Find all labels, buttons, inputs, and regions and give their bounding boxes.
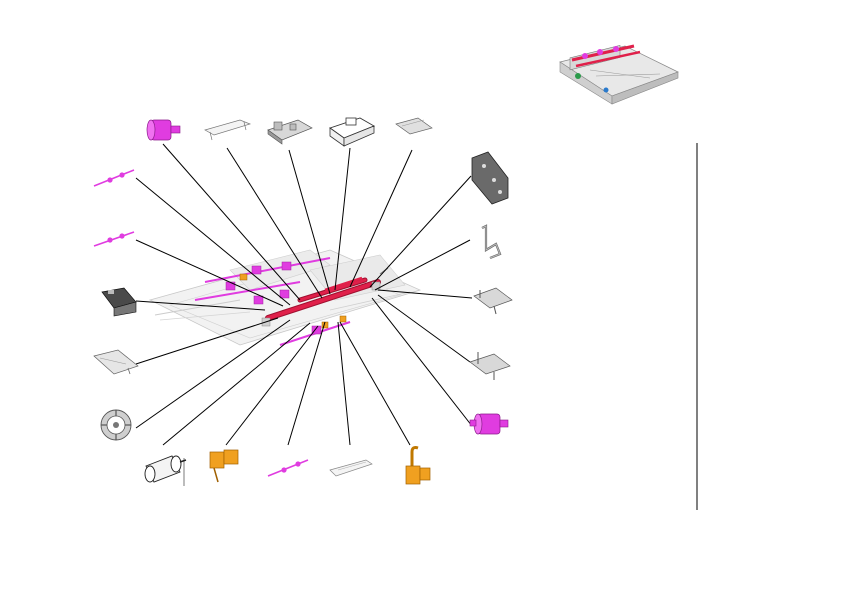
part-gear-wheel[interactable] <box>100 409 132 441</box>
callout-lines <box>135 143 473 446</box>
part-flat-bracket[interactable] <box>395 117 433 135</box>
part-pink-shaft-middle[interactable] <box>93 231 135 247</box>
part-angled-guide[interactable] <box>93 349 139 375</box>
part-long-guide-strip[interactable] <box>329 459 373 477</box>
central-assembly <box>148 249 422 346</box>
part-pink-roller-right[interactable] <box>469 413 509 435</box>
part-pink-roller-top[interactable] <box>146 119 181 141</box>
part-sensor-housing[interactable] <box>329 117 376 147</box>
part-z-lever[interactable] <box>481 224 502 260</box>
part-pink-shaft-top[interactable] <box>93 169 135 187</box>
part-guide-plate[interactable] <box>267 119 313 145</box>
part-orange-hook-lever[interactable] <box>405 446 431 485</box>
part-mount-bracket-upper[interactable] <box>473 287 513 315</box>
part-thin-bracket[interactable] <box>204 119 252 141</box>
part-pink-shaft-bottom[interactable] <box>267 459 309 477</box>
part-side-frame-plate[interactable] <box>471 151 509 205</box>
part-orange-clip[interactable] <box>209 449 239 483</box>
part-white-roller[interactable] <box>144 455 187 486</box>
overview-thumbnail <box>559 44 679 105</box>
part-dark-guide-block[interactable] <box>101 287 137 317</box>
part-mount-bracket-lower[interactable] <box>469 352 511 380</box>
